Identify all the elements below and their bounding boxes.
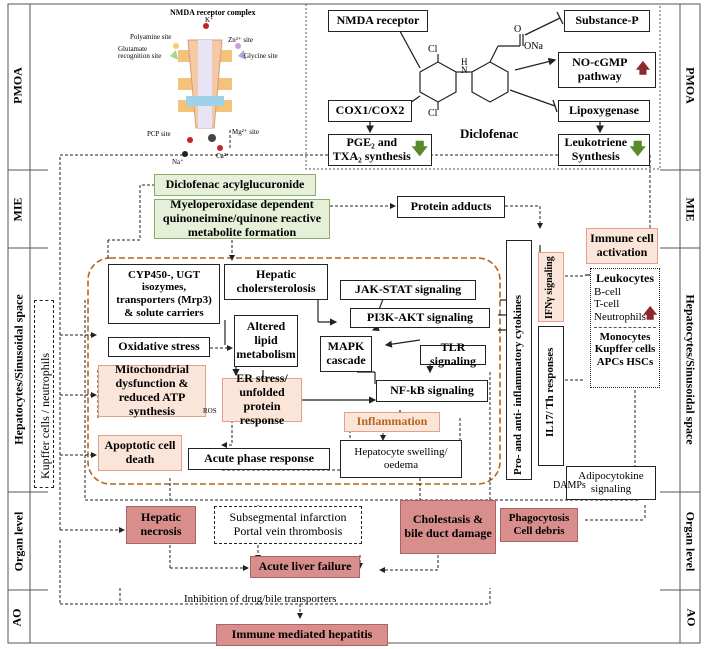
- hepatic-necrosis-box: Hepatic necrosis: [126, 506, 196, 544]
- tlr-box: TLR signaling: [420, 340, 486, 368]
- leukocyte-neutrophils: Neutrophils: [594, 311, 646, 324]
- section-label-mie-left: MIE: [10, 197, 25, 222]
- leukotriene-label: Leukotriene Synthesis: [564, 135, 628, 163]
- infarction-box: Subsegmental infarction Portal vein thro…: [214, 506, 362, 544]
- lipid-metabolism-box: Altered lipid metabolism: [234, 315, 298, 367]
- section-label-hepato-left: Hepatocytes/Sinusoidal space: [11, 294, 26, 445]
- diclofenac-structure: [419, 34, 524, 110]
- lipoxygenase-box: Lipoxygenase: [558, 100, 650, 122]
- cox-box: COX1/COX2: [328, 100, 412, 122]
- pge2-label: PGE₂ and TXA₂ synthesis: [332, 135, 411, 163]
- up-arrow-icon: 🡅: [635, 61, 651, 77]
- chem-cl-bottom: Cl: [428, 108, 438, 119]
- kupffer-box: Kupffer cells / neutrophils: [34, 300, 54, 488]
- leukotriene-box: Leukotriene Synthesis 🡇: [558, 134, 650, 166]
- er-stress-box: ER stress/ unfolded protein response: [222, 372, 302, 427]
- no-cgmp-box: NO-cGMP pathway 🡅: [558, 52, 656, 88]
- receptor-pcp: PCP site: [147, 130, 171, 138]
- up-arrow-icon: 🡅: [643, 307, 658, 322]
- cholesterolosis-box: Hepatic cholersterolosis: [224, 264, 328, 300]
- immune-hepatitis-box: Immune mediated hepatitis: [216, 624, 388, 646]
- section-label-organ-right: Organ level: [683, 511, 698, 572]
- leukocytes-panel: Leukocytes B-cell T-cell Neutrophils 🡅 M…: [590, 268, 660, 388]
- section-label-pmoa-left: PMOA: [10, 67, 25, 104]
- nfkb-box: NF-kB signaling: [376, 380, 488, 402]
- inhibition-label: Inhibition of drug/bile transporters: [184, 593, 337, 605]
- no-cgmp-label: NO-cGMP pathway: [572, 55, 628, 83]
- leukocyte-tcell: T-cell: [594, 298, 620, 311]
- damps-label: DAMPs: [553, 480, 586, 491]
- leukocyte-bcell: B-cell: [594, 285, 621, 298]
- jak-stat-box: JAK-STAT signaling: [340, 280, 476, 300]
- ifn-label: IFNγ signaling: [544, 256, 555, 319]
- swelling-box: Hepatocyte swelling/ oedema: [340, 440, 462, 478]
- receptor-mg: Mg²⁺ site: [232, 128, 259, 136]
- down-arrow-icon: 🡇: [629, 140, 646, 158]
- receptor-glycine: Glycine site: [244, 52, 278, 60]
- receptor-zn: Zn²⁺ site: [228, 36, 254, 44]
- apoptotic-box: Apoptotic cell death: [98, 435, 182, 471]
- cholestasis-box: Cholestasis & bile duct damage: [400, 500, 496, 554]
- nmda-receptor-box: NMDA receptor: [328, 10, 428, 32]
- adipocytokine-box: Adipocytokine signaling: [566, 466, 656, 500]
- receptor-glutamate: Glutamate recognition site: [118, 45, 162, 60]
- section-label-ao-right: AO: [684, 608, 699, 627]
- ros-label: ROS: [203, 407, 217, 415]
- mitochondrial-box: Mitochondrial dysfunction & reduced ATP …: [98, 363, 206, 418]
- substance-p-box: Substance-P: [564, 10, 650, 32]
- cytokines-box: Pro- and anti- inflammatory cytokines: [506, 240, 532, 480]
- mapk-box: MAPK cascade: [320, 336, 372, 372]
- acylglucuronide-box: Diclofenac acylglucuronide: [154, 174, 316, 196]
- pi3k-akt-box: PI3K-AKT signaling: [350, 308, 490, 328]
- oxidative-stress-box: Oxidative stress: [108, 337, 210, 357]
- leukocytes-title: Leukocytes: [596, 271, 654, 285]
- receptor-na: Na⁺: [172, 158, 184, 166]
- acute-phase-box: Acute phase response: [188, 448, 330, 470]
- section-label-hepato-right: Hepatocytes/Sinusoidal space: [683, 294, 698, 445]
- il17-label: IL17/ Th responses: [544, 347, 556, 437]
- il17-box: IL17/ Th responses: [538, 326, 564, 466]
- down-arrow-icon: 🡇: [411, 140, 428, 158]
- chem-cl-top: Cl: [428, 44, 438, 55]
- immune-activation-box: Immune cell activation: [586, 228, 658, 264]
- cyp450-box: CYP450-, UGT isozymes, transporters (Mrp…: [108, 264, 220, 324]
- section-label-ao-left: AO: [9, 608, 24, 627]
- monocytes-label: Monocytes Kupffer cells APCs HSCs: [594, 326, 656, 369]
- diclofenac-name: Diclofenac: [460, 126, 519, 141]
- receptor-ca: Ca²⁺: [216, 152, 230, 160]
- section-label-mie-right: MIE: [683, 197, 698, 222]
- chem-nh: H N: [461, 57, 468, 76]
- phagocytosis-box: Phagocytosis Cell debris: [500, 508, 578, 542]
- section-label-pmoa-right: PMOA: [683, 67, 698, 104]
- chem-o: O: [514, 24, 522, 35]
- nmda-receptor-illustration: [170, 23, 246, 157]
- inflammation-box: Inflammation: [344, 412, 440, 432]
- section-label-organ-left: Organ level: [11, 511, 26, 572]
- receptor-title: NMDA receptor complex: [170, 8, 256, 17]
- receptor-k: K⁺: [205, 16, 214, 24]
- receptor-polyamine: Polyamine site: [130, 33, 172, 41]
- acute-liver-failure-box: Acute liver failure: [250, 556, 360, 578]
- kupffer-label: Kupffer cells / neutrophils: [38, 352, 52, 479]
- ifn-box: IFNγ signaling: [538, 252, 564, 322]
- pge2-box: PGE₂ and TXA₂ synthesis 🡇: [328, 134, 432, 166]
- protein-adducts-box: Protein adducts: [397, 196, 505, 218]
- myeloperoxidase-box: Myeloperoxidase dependent quinoneimine/q…: [154, 197, 330, 239]
- cytokines-label: Pro- and anti- inflammatory cytokines: [512, 294, 524, 475]
- chem-ona: ONa: [524, 41, 543, 52]
